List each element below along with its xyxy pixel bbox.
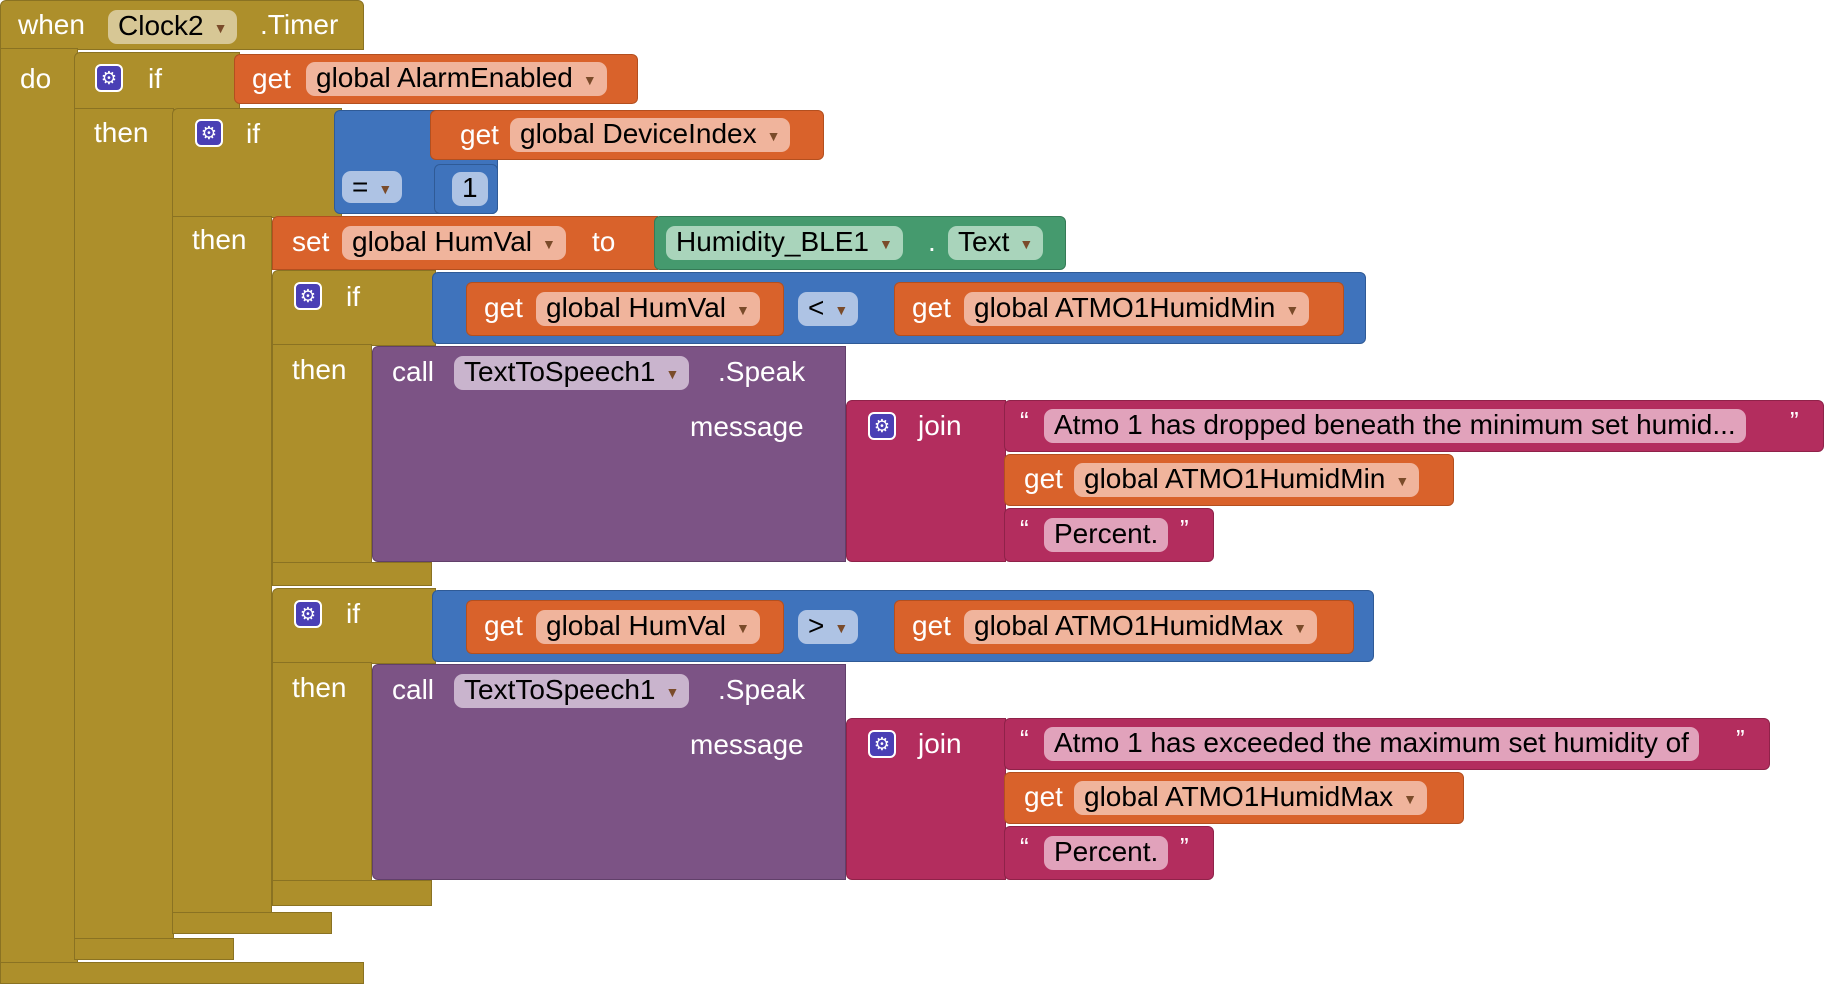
mutator-gear-icon[interactable]: ⚙ bbox=[294, 600, 322, 628]
mutator-gear-icon[interactable]: ⚙ bbox=[195, 119, 223, 147]
set-humval-block[interactable] bbox=[272, 216, 658, 270]
component-dropdown-humidity-ble1[interactable]: Humidity_BLE1▼ bbox=[666, 226, 903, 260]
component-dropdown-text-to-speech1[interactable]: TextToSpeech1▼ bbox=[454, 674, 690, 708]
then-label: then bbox=[292, 672, 347, 703]
mutator-gear-icon[interactable]: ⚙ bbox=[868, 412, 896, 440]
if-label: if bbox=[346, 281, 360, 312]
variable-dropdown-alarm-enabled[interactable]: global AlarmEnabled▼ bbox=[306, 62, 607, 96]
if-block-3-bottom bbox=[272, 562, 432, 586]
do-label: do bbox=[20, 63, 52, 94]
variable-dropdown-humval[interactable]: global HumVal▼ bbox=[536, 292, 760, 326]
call-label: call bbox=[392, 674, 435, 705]
set-label: set bbox=[292, 226, 330, 257]
speak-method-label: .Speak bbox=[718, 674, 806, 705]
close-quote: ” bbox=[1180, 514, 1189, 544]
open-quote: “ bbox=[1020, 724, 1029, 754]
operator-dropdown-less-than[interactable]: <▼ bbox=[798, 292, 859, 326]
then-label: then bbox=[192, 224, 247, 255]
mutator-gear-icon[interactable]: ⚙ bbox=[294, 282, 322, 310]
if-block-2-bottom bbox=[172, 912, 332, 934]
then-label: then bbox=[292, 354, 347, 385]
close-quote: ” bbox=[1736, 724, 1745, 754]
variable-dropdown-atmo1-humid-min[interactable]: global ATMO1HumidMin▼ bbox=[964, 292, 1310, 326]
get-label: get bbox=[484, 610, 523, 641]
get-label: get bbox=[484, 292, 523, 323]
event-block-left-spine bbox=[0, 48, 78, 984]
number-field[interactable]: 1 bbox=[452, 172, 488, 206]
close-quote: ” bbox=[1790, 406, 1799, 436]
to-label: to bbox=[592, 226, 616, 257]
mutator-gear-icon[interactable]: ⚙ bbox=[868, 730, 896, 758]
property-dropdown-text[interactable]: Text▼ bbox=[948, 226, 1044, 260]
message-label: message bbox=[690, 411, 804, 442]
mutator-gear-icon[interactable]: ⚙ bbox=[95, 64, 123, 92]
text-field[interactable]: Percent. bbox=[1044, 836, 1169, 870]
event-block-bottom bbox=[0, 962, 364, 984]
open-quote: “ bbox=[1020, 406, 1029, 436]
variable-dropdown-atmo1-humid-max[interactable]: global ATMO1HumidMax▼ bbox=[964, 610, 1318, 644]
dot-label: . bbox=[928, 226, 936, 257]
get-label: get bbox=[912, 610, 951, 641]
get-label: get bbox=[460, 119, 499, 150]
if-label: if bbox=[148, 63, 162, 94]
get-label: get bbox=[912, 292, 951, 323]
speak-method-label: .Speak bbox=[718, 356, 806, 387]
open-quote: “ bbox=[1020, 514, 1029, 544]
text-field[interactable]: Percent. bbox=[1044, 518, 1169, 552]
if-block-4-bottom bbox=[272, 880, 432, 906]
if-block-2-spine bbox=[172, 216, 272, 932]
if-label: if bbox=[346, 598, 360, 629]
component-dropdown-text-to-speech1[interactable]: TextToSpeech1▼ bbox=[454, 356, 690, 390]
if-block-4-spine bbox=[272, 662, 372, 906]
get-label: get bbox=[252, 63, 291, 94]
when-label: when bbox=[18, 9, 85, 40]
variable-dropdown-atmo1-humid-max[interactable]: global ATMO1HumidMax▼ bbox=[1074, 781, 1428, 815]
component-dropdown-clock2[interactable]: Clock2▼ bbox=[108, 10, 238, 44]
call-label: call bbox=[392, 356, 435, 387]
timer-event-label: .Timer bbox=[260, 9, 339, 40]
message-label: message bbox=[690, 729, 804, 760]
close-quote: ” bbox=[1180, 832, 1189, 862]
join-label: join bbox=[918, 728, 962, 759]
text-field[interactable]: Atmo 1 has exceeded the maximum set humi… bbox=[1044, 727, 1699, 761]
if-block-1-spine bbox=[74, 108, 174, 960]
text-field[interactable]: Atmo 1 has dropped beneath the minimum s… bbox=[1044, 409, 1746, 443]
get-label: get bbox=[1024, 781, 1063, 812]
if-block-3-spine bbox=[272, 344, 372, 586]
variable-dropdown-humval[interactable]: global HumVal▼ bbox=[536, 610, 760, 644]
join-label: join bbox=[918, 410, 962, 441]
then-label: then bbox=[94, 117, 149, 148]
variable-dropdown-device-index[interactable]: global DeviceIndex▼ bbox=[510, 118, 791, 152]
operator-dropdown-equals[interactable]: =▼ bbox=[342, 171, 403, 203]
variable-dropdown-atmo1-humid-min[interactable]: global ATMO1HumidMin▼ bbox=[1074, 463, 1420, 497]
get-label: get bbox=[1024, 463, 1063, 494]
open-quote: “ bbox=[1020, 832, 1029, 862]
if-label: if bbox=[246, 118, 260, 149]
operator-dropdown-greater-than[interactable]: >▼ bbox=[798, 610, 859, 644]
if-block-1-bottom bbox=[74, 938, 234, 960]
variable-dropdown-humval[interactable]: global HumVal▼ bbox=[342, 226, 566, 260]
